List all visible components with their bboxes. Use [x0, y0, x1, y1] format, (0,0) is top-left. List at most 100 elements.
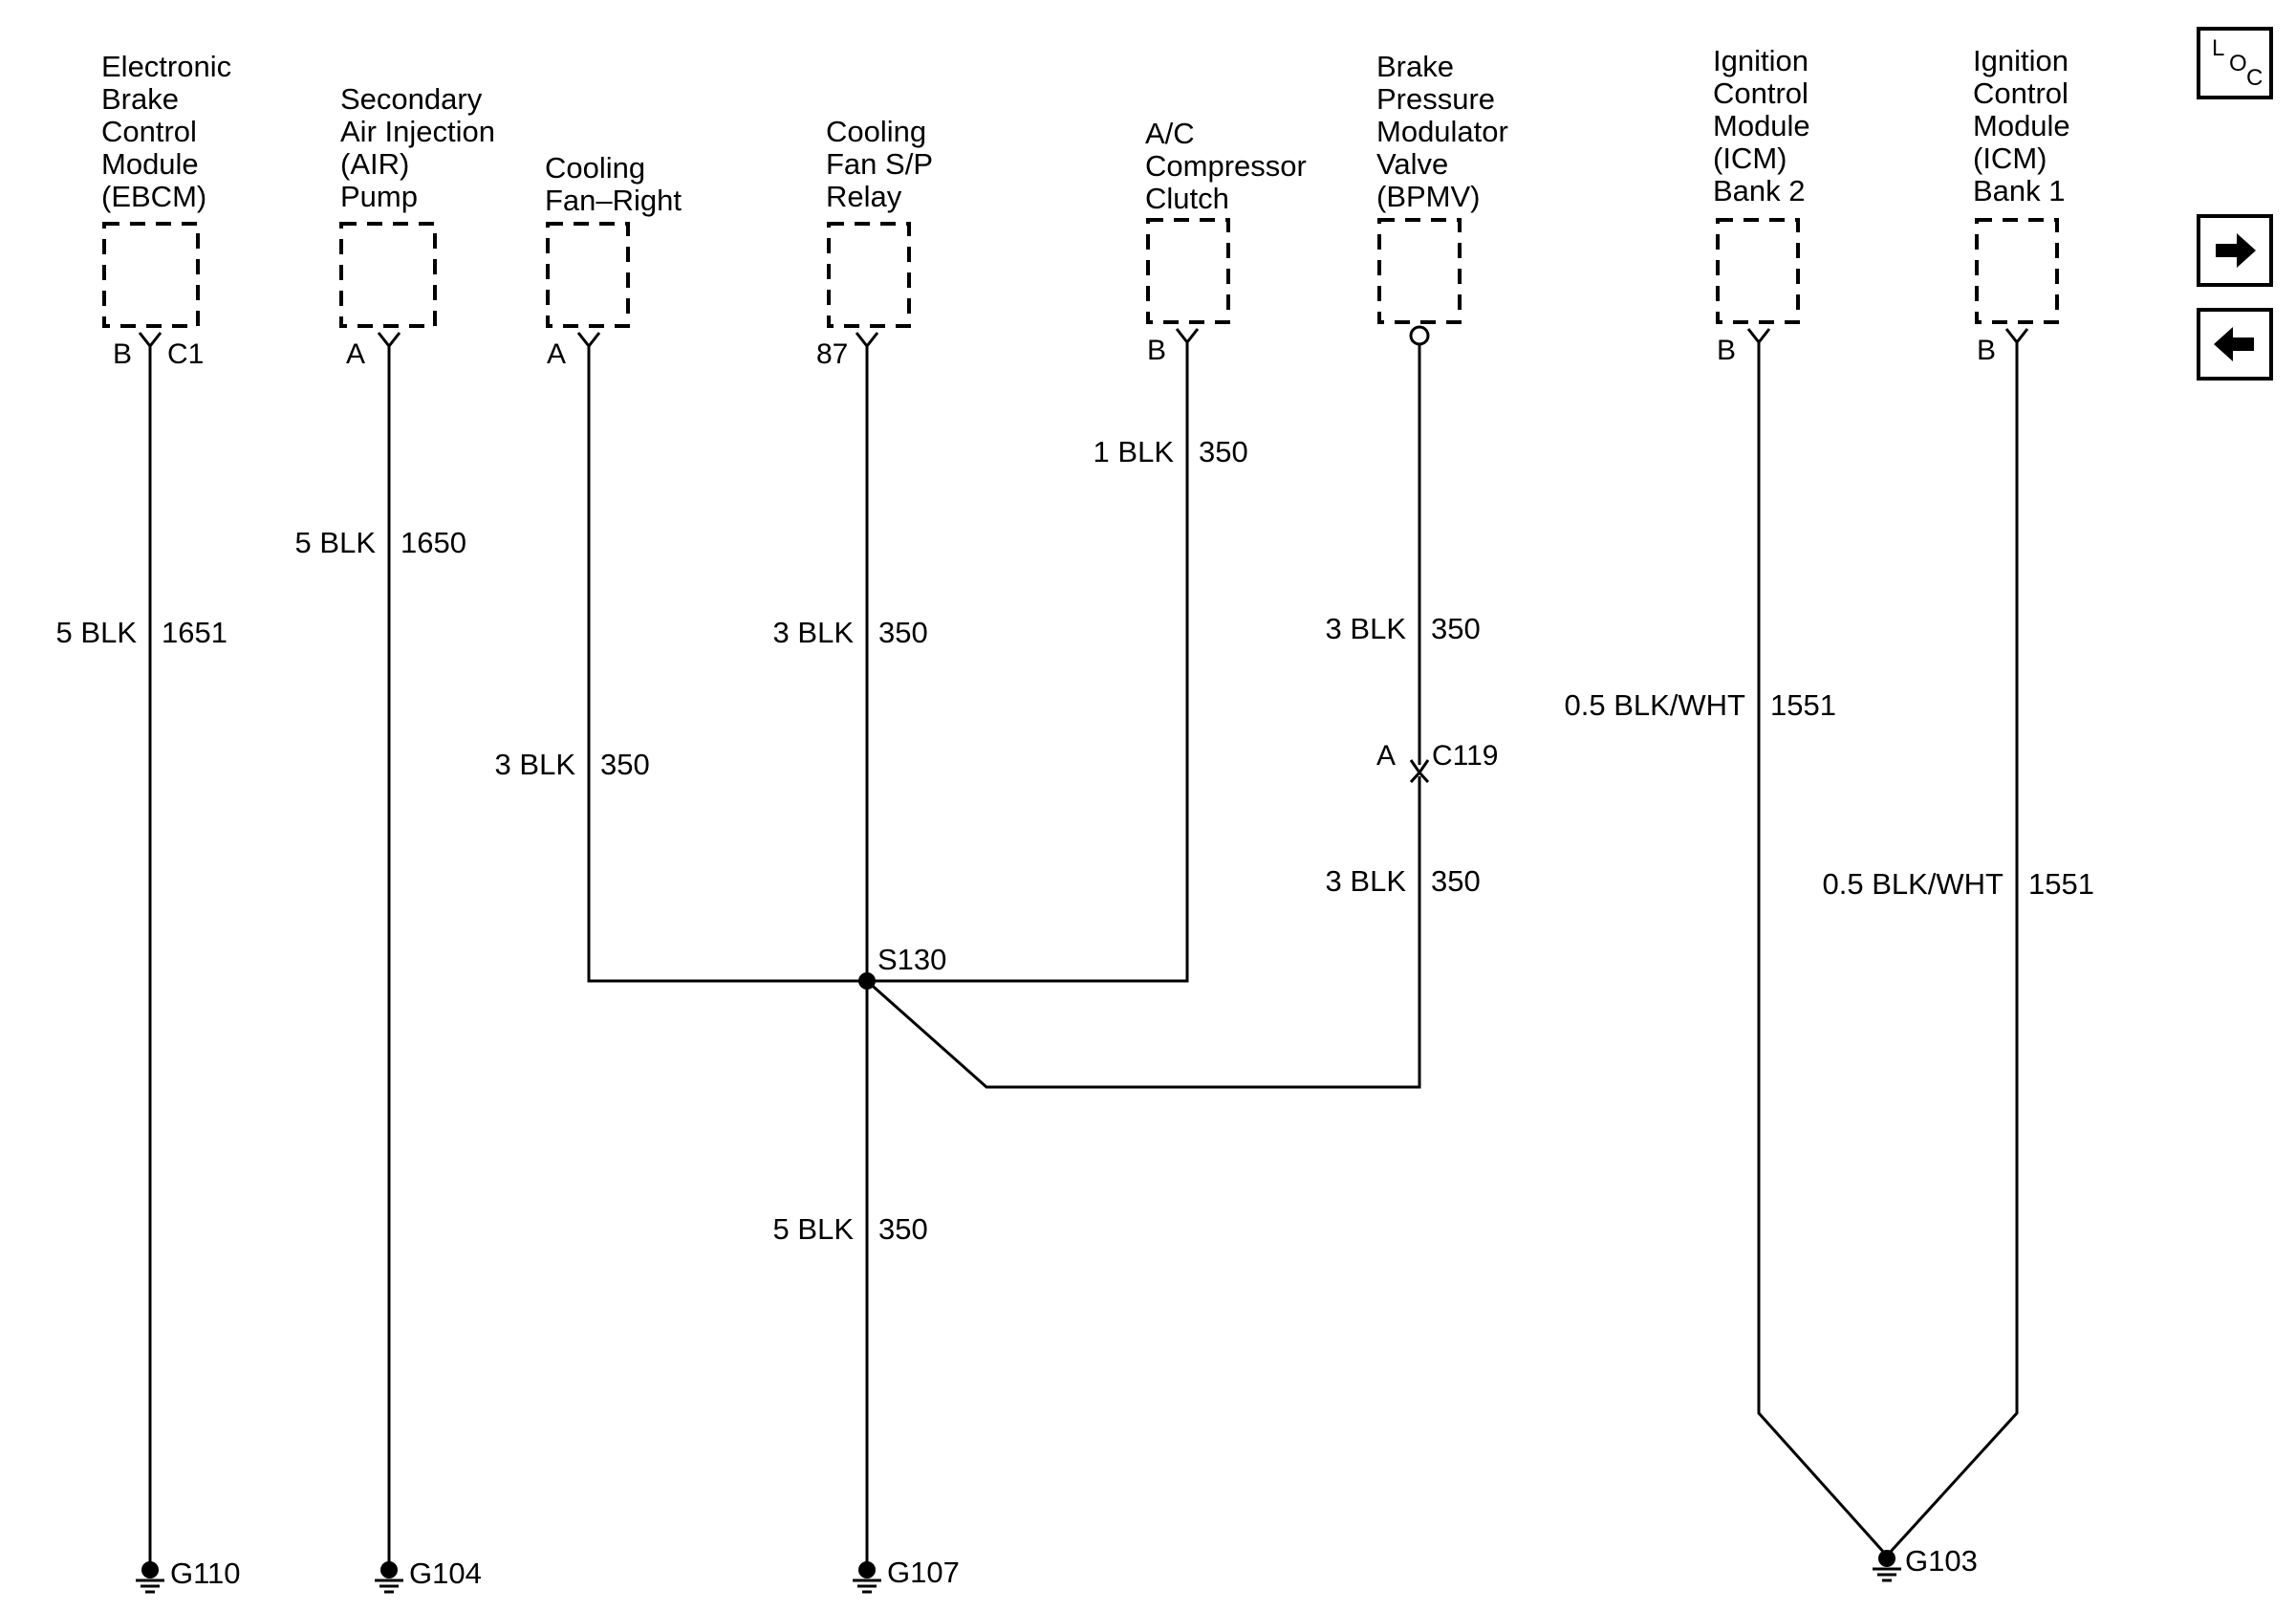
component-ebcm-label-line-3: Control: [101, 115, 197, 148]
wire-label-air-gauge-color: 5 BLK: [295, 526, 377, 559]
wire-label-air-circuit: 1650: [401, 526, 466, 559]
component-icm-bank2-fork-terminal: [1746, 328, 1771, 345]
component-icm-bank1-label-line-4: (ICM): [1973, 142, 2047, 175]
wire-label-ac-gauge-color: 1 BLK: [1094, 435, 1175, 468]
component-ac-clutch-pin-left: B: [1147, 335, 1166, 366]
wire-label-air: 5 BLK 1650: [295, 526, 466, 559]
wire-label-ebcm-gauge-color: 5 BLK: [56, 616, 138, 649]
arrow-right-icon: [2216, 233, 2256, 268]
component-cooling-fan-right: Cooling Fan–Right A: [545, 151, 682, 370]
component-icm-bank2-box[interactable]: [1716, 218, 1800, 324]
component-icm-bank1-fork-terminal: [2004, 328, 2029, 345]
location-button-frame[interactable]: [2197, 27, 2273, 99]
component-cooling-fan-right-box[interactable]: [546, 222, 630, 328]
ground-g107-dot: [858, 1561, 876, 1578]
ground-g104[interactable]: G104: [375, 1557, 482, 1594]
wire-label-g107-circuit: 350: [878, 1212, 928, 1246]
wire-label-fan-right-gauge-color: 3 BLK: [495, 748, 576, 781]
wire-label-bpmv-lower-circuit: 350: [1431, 864, 1481, 898]
component-cooling-fan-relay-fork-terminal: [855, 332, 879, 349]
component-bpmv-label-line-4: Valve: [1376, 147, 1448, 181]
ground-g103-dot: [1878, 1550, 1895, 1567]
wire-label-ebcm: 5 BLK 1651: [56, 616, 227, 649]
component-air-pump-label-line-3: (AIR): [340, 147, 409, 181]
component-bpmv-label-line-2: Pressure: [1376, 82, 1495, 116]
ground-g110-dot: [141, 1561, 159, 1578]
ground-g107[interactable]: G107: [853, 1556, 960, 1594]
component-ebcm: Electronic Brake Control Module (EBCM) B…: [101, 50, 231, 370]
component-ebcm-box[interactable]: [102, 222, 200, 328]
component-bpmv-box[interactable]: [1377, 218, 1462, 324]
connector-c119-female-terminal: [1409, 770, 1430, 784]
next-page-button[interactable]: [2197, 214, 2273, 287]
component-bpmv-circle-terminal: [1409, 325, 1430, 346]
location-icon-letter-o: O: [2229, 51, 2247, 76]
component-ac-clutch-label-line-1: A/C: [1145, 117, 1195, 150]
component-bpmv-label-line-5: (BPMV): [1376, 180, 1481, 213]
arrow-left-icon: [2214, 327, 2254, 361]
component-air-pump-label-line-4: Pump: [340, 180, 418, 213]
previous-page-button[interactable]: [2197, 308, 2273, 381]
ground-g107-label: G107: [887, 1556, 960, 1589]
ground-g103[interactable]: G103: [1873, 1544, 1978, 1582]
component-cooling-fan-right-label-line-2: Fan–Right: [545, 184, 682, 217]
component-ebcm-pin-right: C1: [167, 338, 204, 370]
component-cooling-fan-relay-label-line-3: Relay: [826, 180, 902, 213]
component-cooling-fan-relay: Cooling Fan S/P Relay 87: [816, 115, 933, 370]
ground-g104-label: G104: [409, 1557, 482, 1590]
component-icm-bank2-label-line-4: (ICM): [1713, 142, 1787, 175]
connector-c119-name: C119: [1432, 740, 1499, 772]
component-ac-clutch-label-line-2: Compressor: [1145, 149, 1307, 183]
component-ac-clutch: A/C Compressor Clutch B: [1145, 117, 1307, 366]
wire-label-relay-gauge-color: 3 BLK: [773, 616, 855, 649]
wire-label-ac-circuit: 350: [1199, 435, 1248, 468]
wire-label-icm-bank1: 0.5 BLK/WHT 1551: [1823, 867, 2094, 901]
wire-label-fan-right-circuit: 350: [600, 748, 650, 781]
component-ebcm-label-line-4: Module: [101, 147, 199, 181]
wire-label-g107-gauge-color: 5 BLK: [773, 1212, 855, 1246]
wire-label-bpmv-lower-gauge-color: 3 BLK: [1326, 864, 1407, 898]
component-ebcm-label-line-5: (EBCM): [101, 180, 206, 213]
component-cooling-fan-relay-label-line-2: Fan S/P: [826, 147, 933, 181]
component-icm-bank2-label-line-1: Ignition: [1713, 44, 1809, 77]
component-ebcm-pin-left: B: [113, 338, 132, 370]
component-ac-clutch-fork-terminal: [1175, 328, 1200, 345]
wire-label-relay: 3 BLK 350: [773, 616, 928, 649]
wire-label-icm-bank2-gauge-color: 0.5 BLK/WHT: [1565, 688, 1746, 722]
component-air-pump-label-line-2: Air Injection: [340, 115, 495, 148]
location-button[interactable]: L O C: [2197, 27, 2273, 99]
wire-label-ac: 1 BLK 350: [1094, 435, 1248, 468]
wire-label-ebcm-circuit: 1651: [162, 616, 227, 649]
component-icm-bank1-box[interactable]: [1975, 218, 2059, 324]
ground-g110[interactable]: G110: [136, 1557, 241, 1594]
component-air-pump-box[interactable]: [339, 222, 437, 328]
component-bpmv: Brake Pressure Modulator Valve (BPMV): [1376, 50, 1508, 346]
component-icm-bank1-label-line-2: Control: [1973, 76, 2069, 110]
wire-label-g107: 5 BLK 350: [773, 1212, 928, 1246]
wire-label-bpmv-upper-gauge-color: 3 BLK: [1326, 612, 1407, 645]
wire-fan-right-s130: [587, 346, 867, 983]
wire-label-icm-bank1-gauge-color: 0.5 BLK/WHT: [1823, 867, 2004, 901]
component-cooling-fan-relay-box[interactable]: [827, 222, 911, 328]
component-icm-bank2-pin-left: B: [1717, 335, 1736, 366]
wire-icm-bank1-g103: [1887, 342, 2019, 1556]
component-cooling-fan-relay-pin-left: 87: [816, 338, 848, 370]
component-icm-bank1-label-line-3: Module: [1973, 109, 2070, 142]
component-ac-clutch-box[interactable]: [1146, 218, 1230, 324]
location-icon-letter-l: L: [2212, 35, 2224, 61]
component-icm-bank2-label-line-3: Module: [1713, 109, 1810, 142]
component-ebcm-fork-terminal: [138, 332, 162, 349]
wire-icm-bank2-g103: [1757, 342, 1887, 1556]
component-cooling-fan-right-label-line-1: Cooling: [545, 151, 645, 185]
location-icon-letter-c: C: [2246, 65, 2263, 91]
ground-g103-label: G103: [1905, 1544, 1978, 1578]
connector-c119: A C119: [1376, 740, 1499, 784]
component-icm-bank2: Ignition Control Module (ICM) Bank 2 B: [1713, 44, 1810, 366]
wire-label-fan-right: 3 BLK 350: [495, 748, 650, 781]
wire-label-bpmv-lower: 3 BLK 350: [1326, 864, 1481, 898]
splice-s130-dot[interactable]: [858, 972, 876, 990]
component-ebcm-label-line-1: Electronic: [101, 50, 231, 83]
component-cooling-fan-relay-label-line-1: Cooling: [826, 115, 926, 148]
wire-label-icm-bank1-circuit: 1551: [2028, 867, 2094, 901]
